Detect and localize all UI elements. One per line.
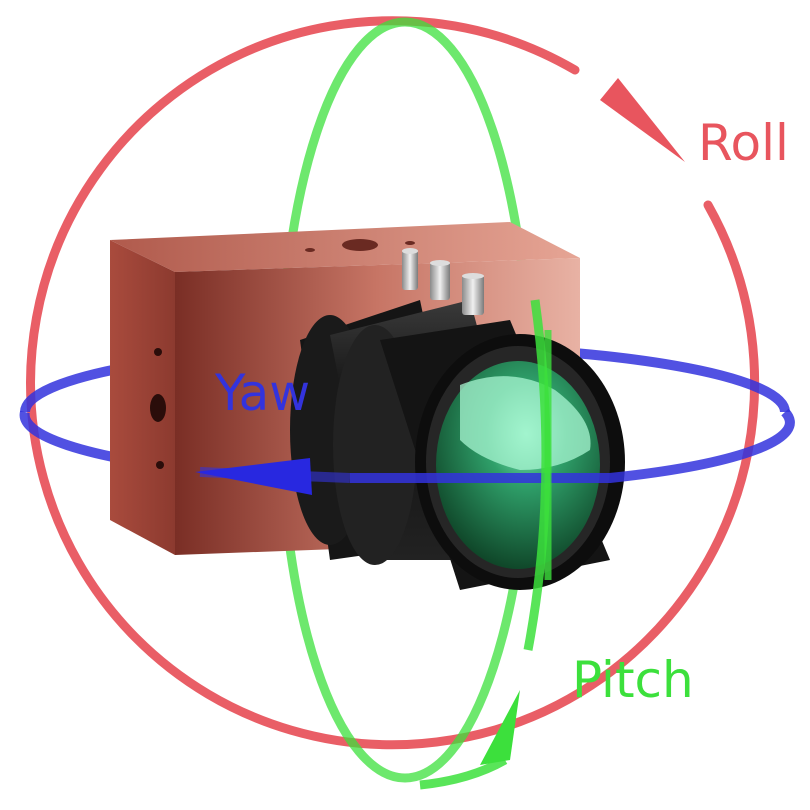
yaw-arrow-icon <box>195 458 312 495</box>
roll-arrow-icon <box>600 78 685 162</box>
roll-ring <box>26 16 760 750</box>
yaw-ring-front <box>195 408 795 495</box>
roll-arrow <box>600 78 685 162</box>
pitch-arrow-icon <box>480 690 520 765</box>
roll-label: Roll <box>698 114 789 172</box>
pitch-label: Pitch <box>572 651 694 709</box>
pitch-ring-front <box>419 299 552 790</box>
yaw-label: Yaw <box>214 364 310 422</box>
